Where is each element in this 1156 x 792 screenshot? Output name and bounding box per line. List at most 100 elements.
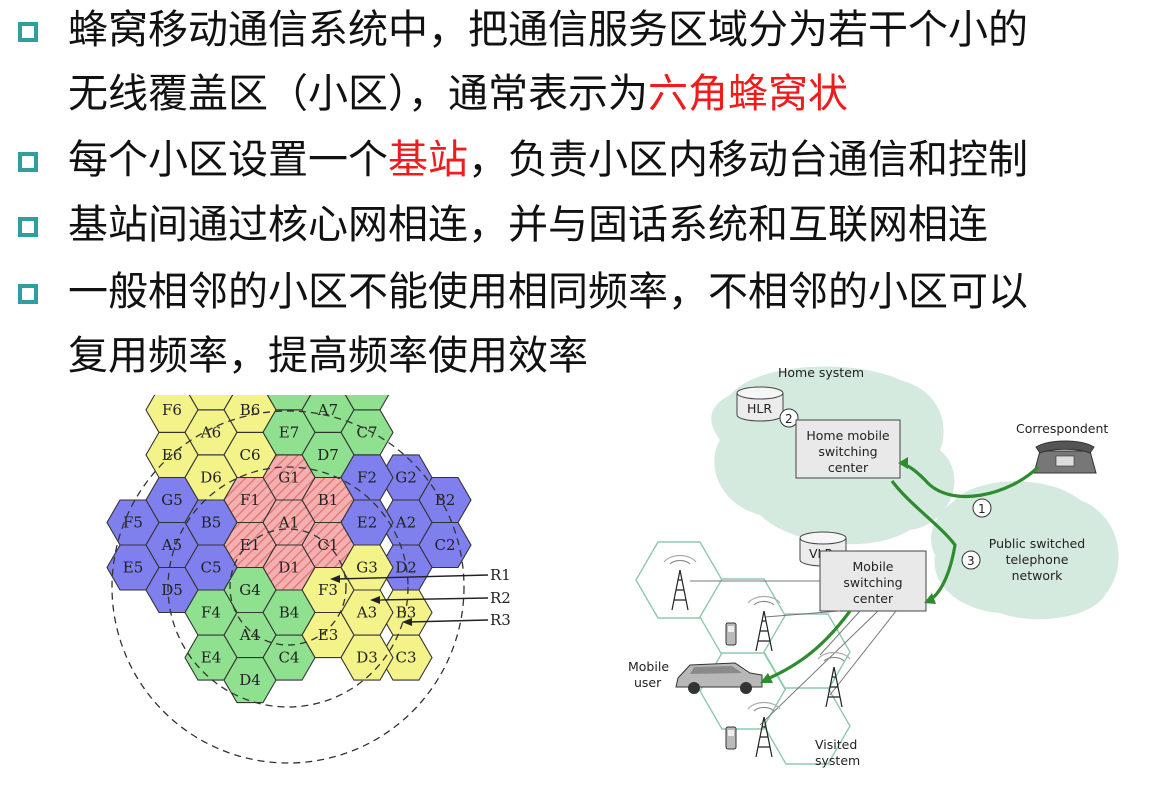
hex-cell-label: F6	[162, 401, 182, 419]
home-msc-label-1: Home mobile	[806, 428, 890, 443]
path-correspondent-to-home	[899, 461, 1040, 498]
hex-cell-label: B1	[318, 491, 339, 509]
tower-icon	[663, 554, 697, 611]
hlr-database-icon: HLR	[736, 386, 784, 422]
pstn-label-2: telephone	[1006, 552, 1069, 567]
hex-cell-label: B4	[279, 604, 300, 622]
signal-path	[764, 461, 1040, 682]
hex-cell-label: E2	[357, 513, 378, 531]
hex-cell-label: D7	[317, 446, 339, 464]
bullet-text: 蜂窝移动通信系统中，把通信服务区域分为若干个小的	[68, 7, 1028, 53]
pstn-label-3: network	[1012, 568, 1064, 583]
arrowhead-icon	[924, 593, 936, 604]
hex-cell-label: D4	[239, 671, 261, 689]
bullet-text: 复用频率，提高频率使用效率	[68, 333, 588, 379]
hex-cell-label: E4	[201, 649, 222, 667]
home-system-label: Home system	[778, 365, 864, 380]
correspondent-label: Correspondent	[1016, 421, 1108, 436]
cell-phone-icon	[725, 622, 737, 646]
step-1-label: 1	[978, 502, 986, 516]
mobile-msc-box: Mobile switching center	[819, 550, 927, 612]
hex-cell-label: A2	[395, 513, 416, 531]
bullet-4-line-2: 复用频率，提高频率使用效率	[68, 324, 588, 388]
hex-cell-label: F1	[240, 491, 260, 509]
hex-cell-label: F4	[201, 604, 221, 622]
arrowhead-icon	[370, 596, 380, 604]
bullet-2-line-1: 每个小区设置一个基站，负责小区内移动台通信和控制	[68, 128, 1028, 192]
tower-icon	[747, 701, 781, 758]
hex-cell-label: D5	[161, 581, 183, 599]
hex-cell-d4	[223, 657, 277, 704]
arrowhead-icon	[402, 618, 412, 626]
ring-label-r3: R3	[490, 611, 511, 629]
hex-cell-label: G4	[239, 581, 261, 599]
hex-cell-label: A6	[200, 423, 221, 441]
hex-cell-label: F5	[123, 513, 143, 531]
step-3-label: 3	[967, 554, 975, 568]
hex-cell-label: B7	[357, 395, 378, 396]
bullet-square-icon	[18, 22, 38, 42]
path-home-to-msc	[890, 480, 957, 603]
car-icon	[675, 662, 763, 694]
hex-cell-label: E5	[123, 559, 144, 577]
ring-label-r1: R1	[490, 566, 511, 584]
bullet-1-line-1: 蜂窝移动通信系统中，把通信服务区域分为若干个小的	[68, 0, 1028, 62]
bullet-text: 无线覆盖区（小区），通常表示为	[68, 71, 648, 117]
hex-cell-label: C3	[395, 649, 416, 667]
step-2-marker: 2	[779, 408, 799, 428]
step-2-label: 2	[785, 412, 793, 426]
hex-cell-label: D6	[200, 468, 222, 486]
hex-cell-label: G3	[356, 559, 378, 577]
home-msc-label-2: switching	[818, 444, 877, 459]
step-1-marker: 1	[972, 498, 992, 518]
hex-cell-label: B3	[396, 604, 417, 622]
hex-cell-label: C7	[356, 423, 377, 441]
hex-cell-label: B5	[201, 513, 222, 531]
hex-cell-label: A5	[161, 536, 182, 554]
bullet-3-line-1: 基站间通过核心网相连，并与固话系统和互联网相连	[68, 193, 988, 257]
bullet-square-icon	[18, 152, 38, 172]
bullet-1-line-2: 无线覆盖区（小区），通常表示为六角蜂窝状	[68, 62, 848, 126]
hex-cell-label: G5	[161, 491, 183, 509]
home-msc-label-3: center	[828, 460, 869, 475]
cell-phone-icon	[725, 726, 737, 750]
hex-cells: G7G6F7B7F6B6A7A6E7C7E6C6D7G2D6G1F2B2G5F1…	[106, 395, 472, 704]
hex-cell-label: F7	[279, 395, 299, 396]
hex-cell-label: C6	[239, 446, 260, 464]
hex-cell-label: B2	[435, 491, 456, 509]
highlight-text: 基站	[388, 137, 468, 183]
arrowhead-icon	[760, 673, 773, 683]
ring-r2-arrow	[375, 597, 489, 601]
hex-cell-label: F3	[318, 581, 338, 599]
ring-label-r2: R2	[490, 589, 511, 607]
highlight-text: 六角蜂窝状	[648, 71, 848, 117]
bullet-text: 基站间通过核心网相连，并与固话系统和互联网相连	[68, 202, 988, 248]
bullet-square-icon	[18, 217, 38, 237]
bullet-text: ，负责小区内移动台通信和控制	[468, 137, 1028, 183]
step-3-marker: 3	[961, 550, 981, 570]
hlr-label: HLR	[747, 401, 772, 416]
hex-cell-label: C4	[278, 649, 299, 667]
tower-icon	[747, 595, 781, 652]
visited-label-1: Visited	[815, 737, 857, 752]
hex-cell-label: D1	[278, 559, 300, 577]
msc-label-1: Mobile	[852, 559, 893, 574]
visited-cells	[635, 541, 851, 765]
path-msc-to-user	[764, 610, 852, 682]
msc-label-2: switching	[843, 575, 902, 590]
ring-r3	[111, 410, 465, 764]
hex-cell-label: F2	[357, 468, 377, 486]
hex-cell-label: G1	[278, 468, 300, 486]
tower-icon	[817, 651, 851, 708]
hex-cell-label: C5	[200, 559, 221, 577]
hex-cell-label: A3	[356, 604, 377, 622]
cell-hexagon	[763, 687, 851, 765]
mobile-user-label-1: Mobile	[628, 659, 669, 674]
hex-cell-label: D3	[356, 649, 378, 667]
hex-cell-label: E3	[318, 626, 339, 644]
pstn-label-1: Public switched	[989, 536, 1086, 551]
bullet-4-line-1: 一般相邻的小区不能使用相同频率，不相邻的小区可以	[68, 260, 1028, 324]
hex-cell-label: E7	[279, 423, 300, 441]
hex-cell-d3	[340, 634, 394, 681]
network-architecture-diagram: Home system HLR 2 Home mobile switching …	[628, 365, 1119, 768]
